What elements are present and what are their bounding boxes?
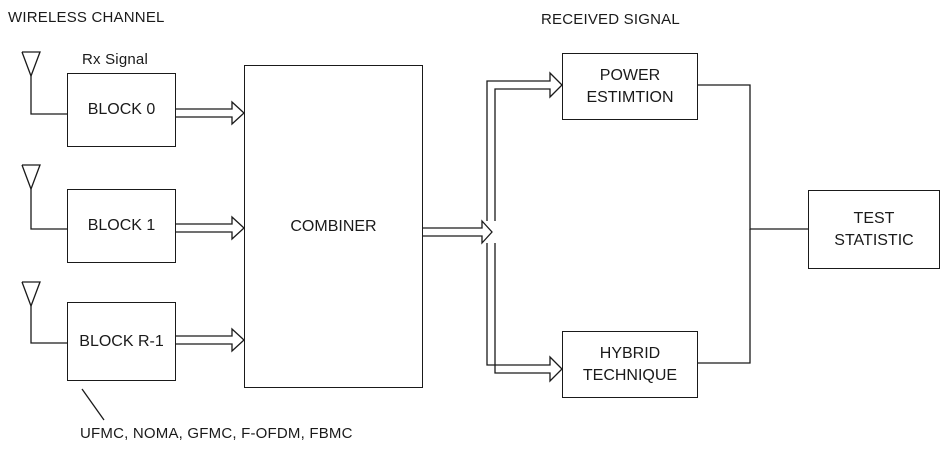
- test-statistic-box: TEST STATISTIC: [808, 190, 940, 269]
- antenna-icon-0: [21, 51, 67, 115]
- hybrid-technique-box: HYBRID TECHNIQUE: [562, 331, 698, 398]
- arrow-block1-combiner: [175, 215, 245, 241]
- combiner-box: COMBINER: [244, 65, 423, 388]
- antenna-icon-1: [21, 164, 67, 230]
- test-label-line2: STATISTIC: [834, 231, 914, 249]
- power-estimation-box: POWER ESTIMTION: [562, 53, 698, 120]
- waveform-pointer-line: [81, 388, 105, 421]
- received-signal-title: RECEIVED SIGNAL: [541, 11, 680, 28]
- antenna-icon-2: [21, 281, 67, 344]
- combiner-label: COMBINER: [290, 217, 377, 235]
- block-0: BLOCK 0: [67, 73, 176, 147]
- arrow-to-power: [486, 71, 563, 221]
- block-0-label: BLOCK 0: [87, 101, 156, 118]
- block-1: BLOCK 1: [67, 189, 176, 263]
- block-r-1-label: BLOCK R-1: [79, 332, 164, 350]
- line-power-test: [698, 84, 808, 230]
- test-label-line1: TEST: [853, 209, 895, 227]
- waveform-list-label: UFMC, NOMA, GFMC, F-OFDM, FBMC: [80, 425, 353, 442]
- hybrid-label-line1: HYBRID: [599, 344, 661, 362]
- arrow-combiner-out: [422, 219, 493, 245]
- arrow-blockr1-combiner: [175, 327, 245, 353]
- line-hybrid-test: [698, 229, 751, 364]
- power-label-line2: ESTIMTION: [586, 88, 674, 106]
- block-1-label: BLOCK 1: [87, 217, 156, 234]
- block-r-1: BLOCK R-1: [67, 302, 176, 381]
- arrow-block0-combiner: [175, 100, 245, 126]
- rx-signal-label: Rx Signal: [82, 51, 148, 68]
- power-label-line1: POWER: [599, 66, 661, 84]
- arrow-to-hybrid: [486, 243, 563, 383]
- wireless-channel-title: WIRELESS CHANNEL: [8, 9, 165, 26]
- hybrid-label-line2: TECHNIQUE: [582, 366, 678, 384]
